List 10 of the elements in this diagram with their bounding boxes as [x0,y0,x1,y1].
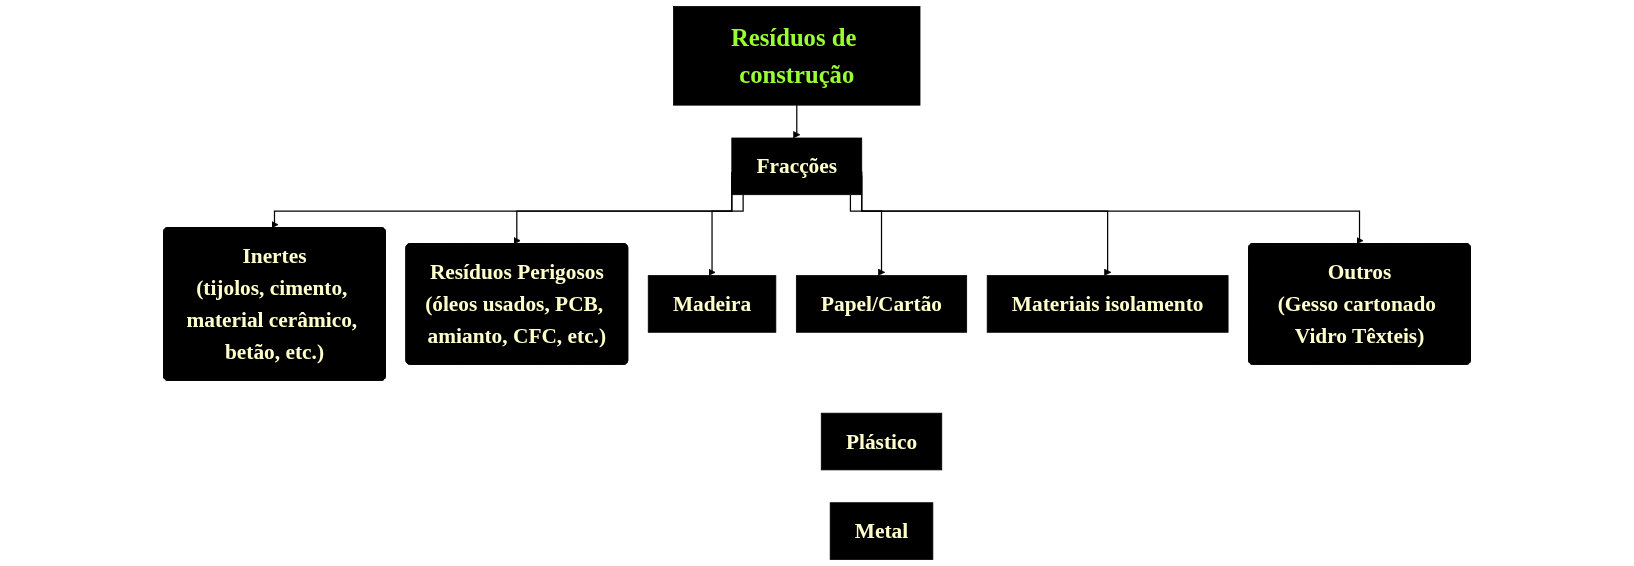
node-box: Madeira [647,275,777,333]
node-box: Plástico [820,412,943,471]
node-box: Papel/Cartão [795,275,968,333]
node-box: Metal [829,502,934,560]
node-box: Materiais isolamento [986,275,1229,333]
arrow [793,104,801,139]
arrow [708,194,744,276]
node-box: Resíduos de construção [673,6,921,106]
arrow [849,194,886,276]
node-box: Fracções [731,137,863,196]
